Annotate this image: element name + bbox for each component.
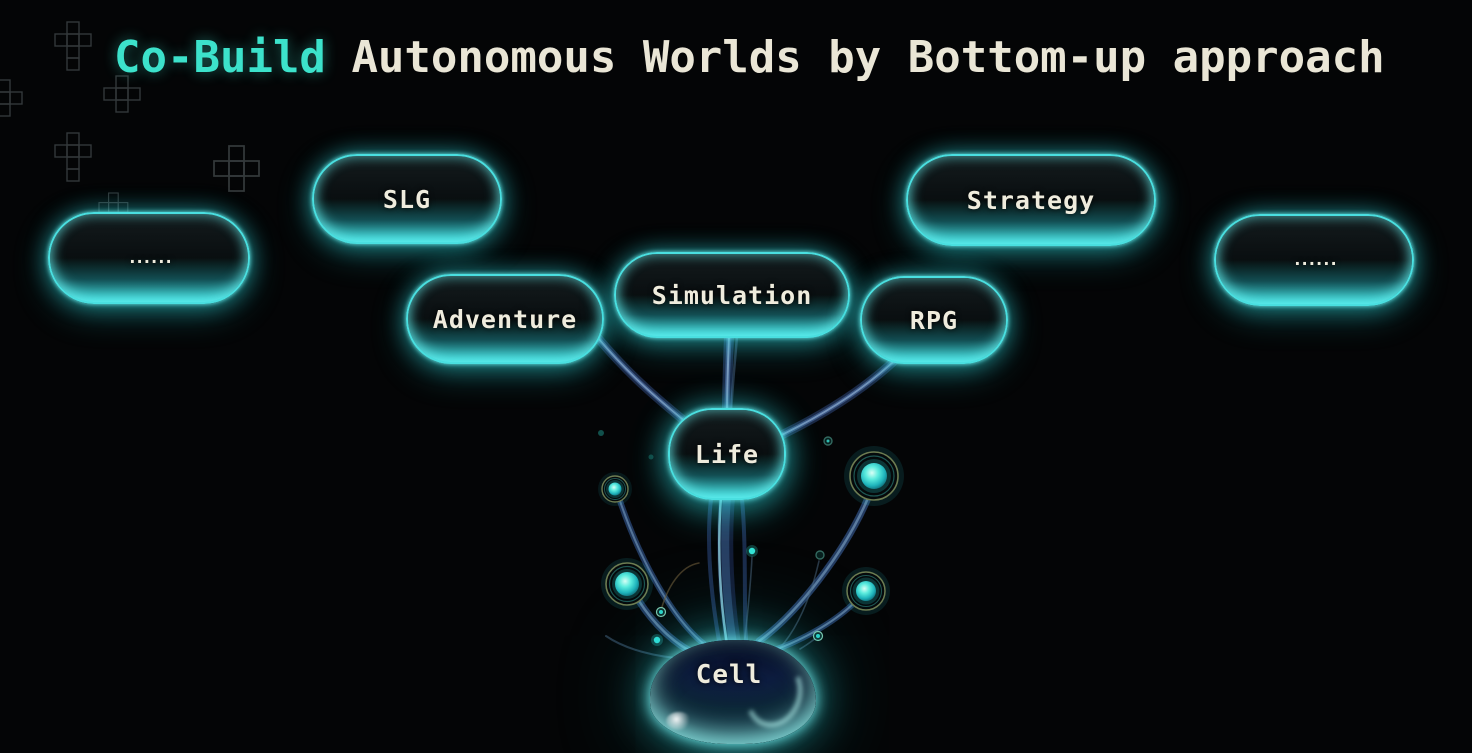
node-ellipsis-right[interactable]: ...... xyxy=(1214,214,1414,306)
page-title: Co-Build Autonomous Worlds by Bottom-up a… xyxy=(114,32,1385,83)
node-strategy-label: Strategy xyxy=(966,185,1096,215)
node-strategy[interactable]: Strategy xyxy=(906,154,1156,246)
node-rpg-label: RPG xyxy=(909,305,959,335)
node-slg-label: SLG xyxy=(382,184,432,214)
node-ellipsis-left[interactable]: ...... xyxy=(48,212,250,304)
node-adventure[interactable]: Adventure xyxy=(406,274,604,364)
node-cell-label: Cell xyxy=(695,660,763,690)
orb-lower-right-icon xyxy=(842,567,890,615)
title-highlight: Co-Build xyxy=(114,32,326,83)
node-life[interactable]: Life xyxy=(668,408,786,500)
orb-small-left-icon xyxy=(598,472,632,506)
node-simulation-label: Simulation xyxy=(651,280,813,310)
node-cell[interactable]: Cell xyxy=(650,640,816,744)
node-rpg[interactable]: RPG xyxy=(860,276,1008,364)
node-slg[interactable]: SLG xyxy=(312,154,502,244)
node-ellipsis-left-label: ...... xyxy=(127,248,173,268)
node-simulation[interactable]: Simulation xyxy=(614,252,850,338)
orb-big-left-icon xyxy=(601,558,653,610)
orb-big-right-icon xyxy=(844,446,904,506)
node-ellipsis-right-label: ...... xyxy=(1292,250,1338,270)
node-life-label: Life xyxy=(694,439,760,469)
node-adventure-label: Adventure xyxy=(432,304,578,334)
title-rest: Autonomous Worlds by Bottom-up approach xyxy=(351,32,1385,83)
